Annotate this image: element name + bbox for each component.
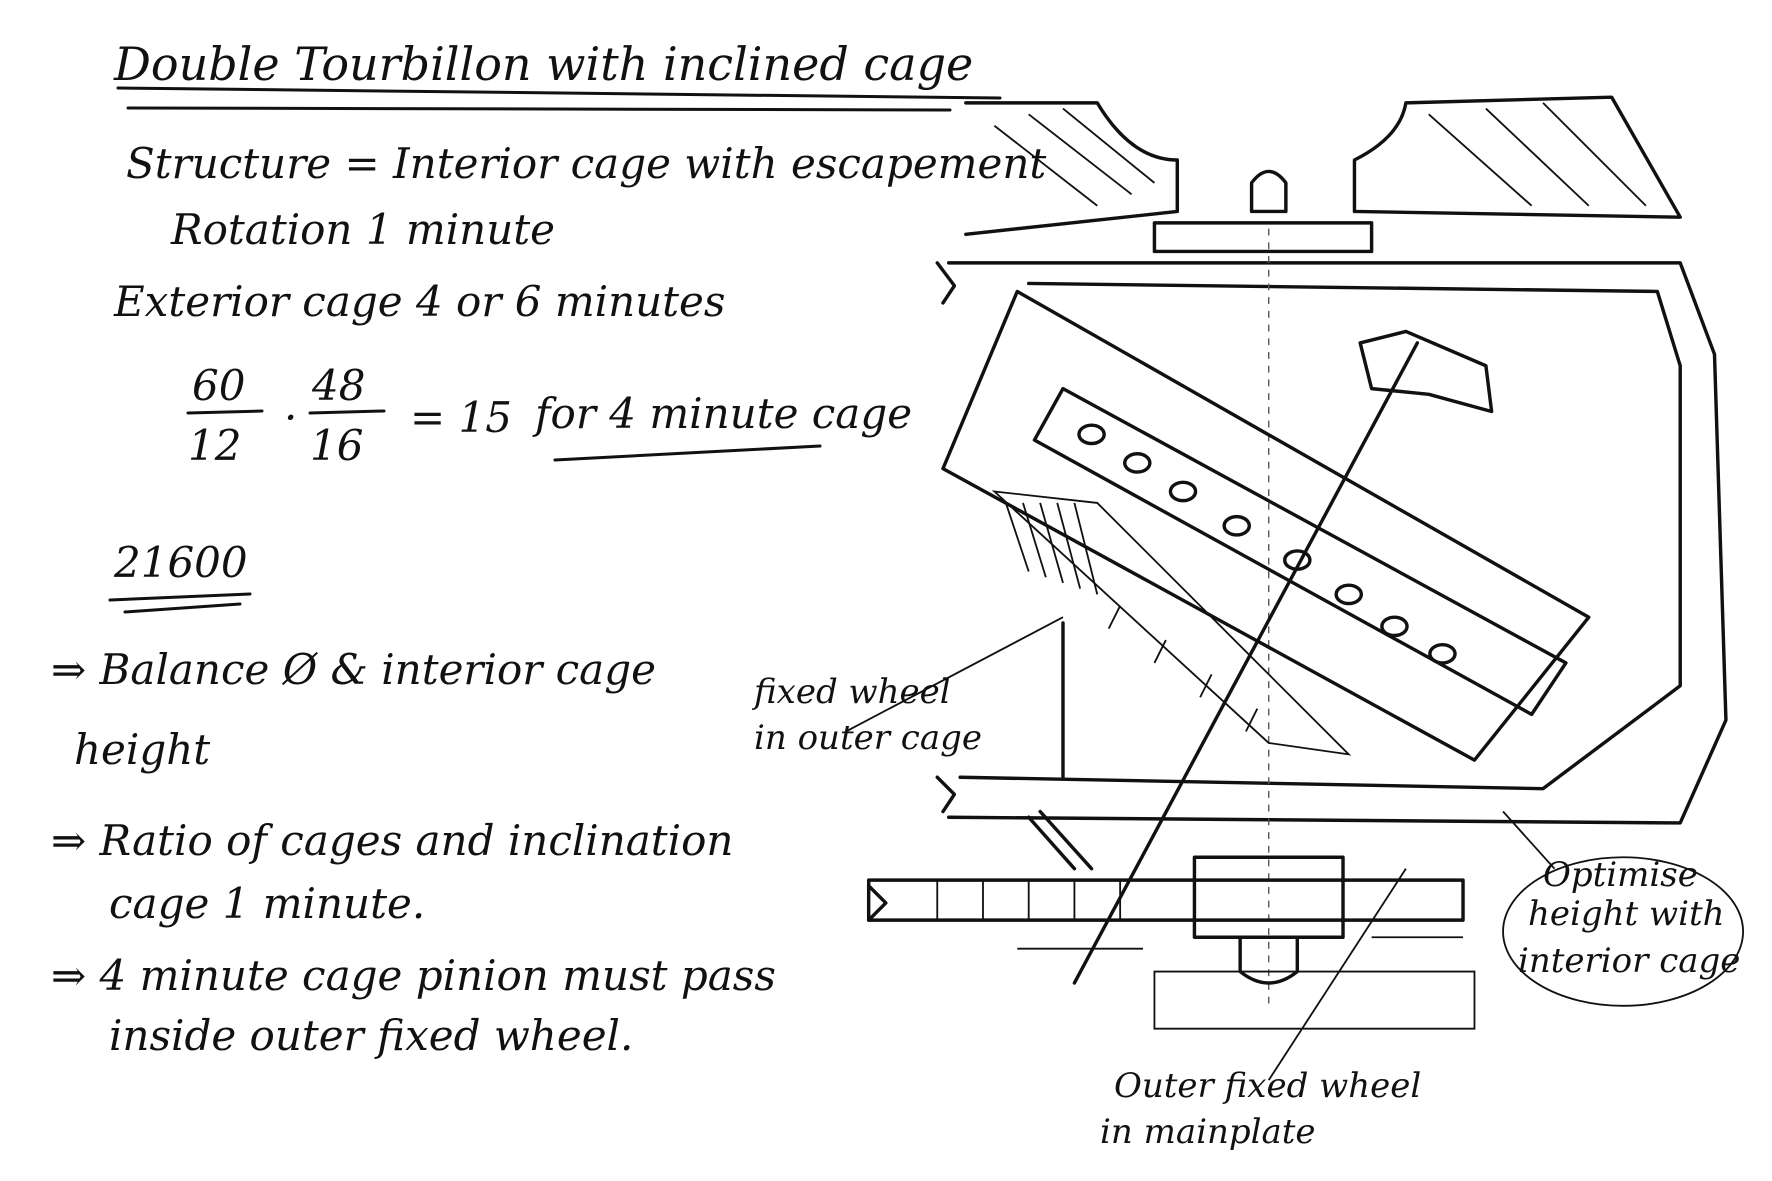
frac2-den: 16 xyxy=(310,421,363,470)
title-underline xyxy=(116,86,1002,100)
fixed-wheel-leader xyxy=(845,616,1064,733)
bullet-2b: cage 1 minute. xyxy=(109,879,425,928)
break-mark xyxy=(866,884,888,922)
fixed-wheel-teeth xyxy=(991,490,1352,756)
label-outer-fixed-1: Outer fixed wheel xyxy=(1114,1066,1421,1106)
note-rotation: Rotation 1 minute xyxy=(170,205,555,254)
optimise-leader xyxy=(1502,810,1556,870)
upper-bar xyxy=(1152,221,1374,254)
balance-holes xyxy=(1077,423,1457,665)
leader-line xyxy=(1072,341,1420,985)
outer-fixed-wheel xyxy=(1192,855,1345,939)
hatching-top xyxy=(993,102,1647,207)
bullet-3a: ⇒ 4 minute cage pinion must pass xyxy=(51,951,776,1000)
bullet-2a: ⇒ Ratio of cages and inclination xyxy=(51,816,733,865)
dot: · xyxy=(284,393,297,442)
note-exterior: Exterior cage 4 or 6 minutes xyxy=(113,277,725,326)
mainplate-segments xyxy=(936,880,1122,921)
break-mark xyxy=(935,261,957,305)
label-fixed-wheel-1: fixed wheel xyxy=(751,672,951,712)
title-underline-2 xyxy=(126,106,952,112)
equals-15: = 15 xyxy=(410,393,512,442)
underline xyxy=(108,592,252,602)
bullet-1b: height xyxy=(74,725,210,774)
hatching-low xyxy=(1026,809,1094,871)
tourbillon-drawing xyxy=(845,95,1744,1081)
frac1-den: 12 xyxy=(188,421,241,470)
frac2-num: 48 xyxy=(311,361,365,410)
break-mark xyxy=(935,775,957,814)
frac1-num: 60 xyxy=(192,361,245,410)
frequency: 21600 xyxy=(113,538,248,587)
fraction-bar xyxy=(308,409,386,415)
top-bridge-right xyxy=(1352,95,1682,219)
label-fixed-wheel-2: in outer cage xyxy=(754,718,982,758)
optimise-bubble xyxy=(1502,856,1744,1007)
interior-cage-inner xyxy=(1032,386,1568,717)
top-jewel xyxy=(1249,169,1288,214)
title: Double Tourbillon with inclined cage xyxy=(113,37,973,91)
interior-cage xyxy=(941,289,1591,762)
label-optimise-1: Optimise xyxy=(1543,855,1698,895)
outer-cage xyxy=(946,261,1728,825)
underline xyxy=(123,602,242,614)
fraction-bar xyxy=(186,409,264,415)
note-structure: Structure = Interior cage with escapemen… xyxy=(126,139,1046,188)
for-4-minute-cage: for 4 minute cage xyxy=(532,389,912,438)
outer-wheel-leader xyxy=(1267,868,1407,1081)
label-optimise-3: interior cage xyxy=(1518,941,1740,981)
bullet-3b: inside outer fixed wheel. xyxy=(109,1011,633,1060)
underline xyxy=(553,444,822,462)
label-optimise-2: height with xyxy=(1528,894,1725,934)
label-outer-fixed-2: in mainplate xyxy=(1100,1112,1316,1152)
mainplate xyxy=(866,878,1465,922)
lower-bridge xyxy=(1017,936,1476,1030)
bullet-1a: ⇒ Balance Ø & interior cage xyxy=(51,645,656,694)
ratio-formula: 60 12 · 48 16 = 15 for 4 minute cage xyxy=(186,361,912,470)
top-bridge-left xyxy=(964,101,1180,237)
pinion-top xyxy=(1358,329,1494,414)
